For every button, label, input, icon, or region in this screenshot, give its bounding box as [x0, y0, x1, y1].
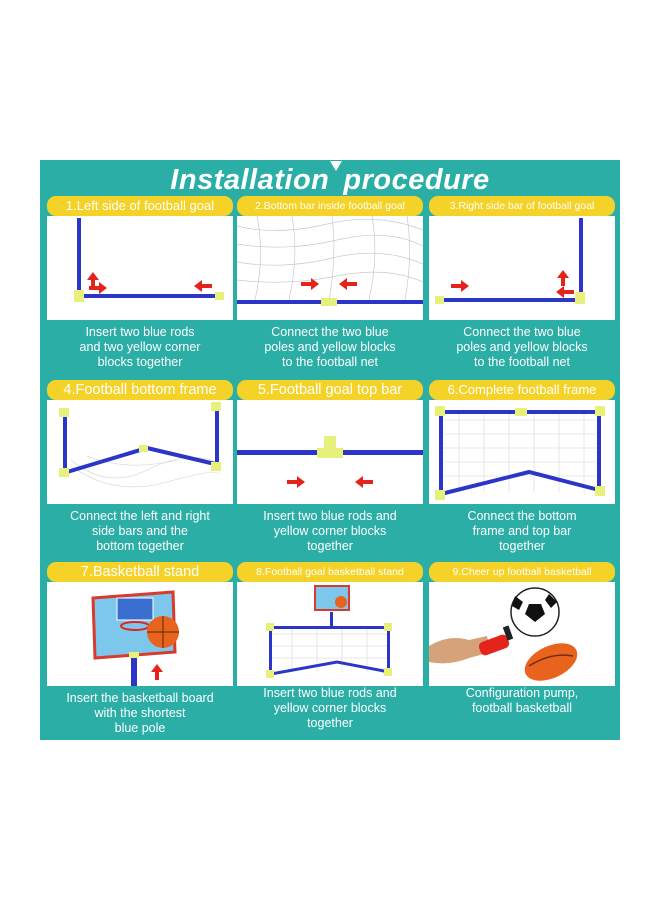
step-7-photo — [47, 582, 233, 686]
step-9-caption: Configuration pump, football basketball — [465, 686, 579, 715]
step-6-photo — [429, 400, 615, 504]
step-5-label: 5.Football goal top bar — [237, 380, 423, 400]
bottom-frame-icon — [59, 402, 221, 488]
step-7-caption: Insert the basketball board with the sho… — [66, 691, 214, 735]
step-3-photo — [429, 216, 615, 320]
step-2-photo — [237, 216, 423, 320]
complete-goal-icon — [435, 406, 605, 500]
right-side-frame-icon — [435, 218, 585, 304]
step-9-photo — [429, 582, 615, 686]
step-7-label: 7.Basketball stand — [47, 562, 233, 582]
step-9-label: 9.Cheer up football basketball — [429, 562, 615, 582]
step-8-caption: Insert two blue rods and yellow corner b… — [263, 686, 397, 730]
step-1-caption: Insert two blue rods and two yellow corn… — [79, 325, 201, 369]
title-part-1: Installation — [170, 164, 330, 196]
step-3-label: 3.Right side bar of football goal — [429, 196, 615, 216]
step-1-label: 1.Left side of football goal — [47, 196, 233, 216]
step-6-label: 6.Complete football frame — [429, 380, 615, 400]
step-8-label: 8.Football goal basketball stand — [237, 562, 423, 582]
step-2-caption: Connect the two blue poles and yellow bl… — [264, 325, 396, 369]
goal-with-basketball-icon — [266, 585, 392, 678]
step-1-photo — [47, 216, 233, 320]
pump-and-balls-icon — [429, 587, 578, 681]
installation-board: Installation procedure 1.Left side of foo… — [40, 160, 620, 740]
step-5-photo — [237, 400, 423, 504]
step-3-caption: Connect the two blue poles and yellow bl… — [456, 325, 588, 369]
left-side-frame-icon — [74, 218, 224, 302]
step-4-photo — [47, 400, 233, 504]
step-4-label: 4.Football bottom frame — [47, 380, 233, 400]
title-triangle-icon — [330, 161, 343, 171]
top-bar-icon — [237, 436, 423, 488]
step-8-photo — [237, 582, 423, 686]
step-5-caption: Insert two blue rods and yellow corner b… — [263, 509, 397, 553]
basketball-stand-icon — [91, 590, 179, 686]
title-part-2: procedure — [343, 164, 490, 196]
step-4-caption: Connect the left and right side bars and… — [70, 509, 210, 553]
page-title: Installation procedure — [40, 160, 620, 200]
step-6-caption: Connect the bottom frame and top bar tog… — [467, 509, 577, 553]
bottom-bar-net-icon — [237, 216, 423, 306]
step-2-label: 2.Bottom bar inside football goal — [237, 196, 423, 216]
